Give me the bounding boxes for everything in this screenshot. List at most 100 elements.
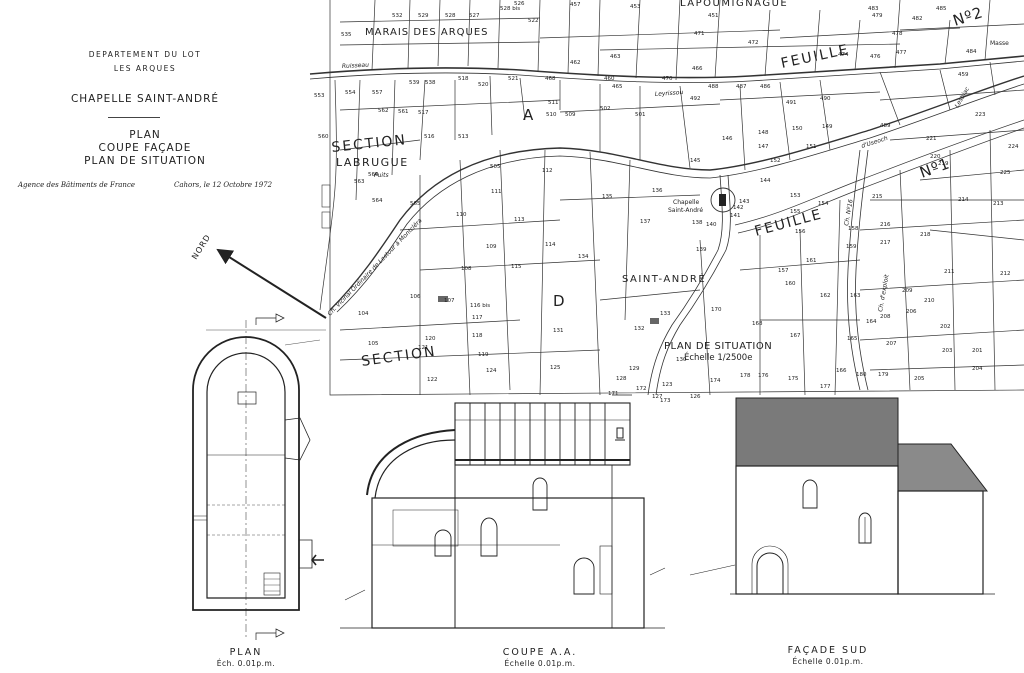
parcel-number: 470	[662, 76, 673, 82]
parcel-number: 137	[640, 219, 651, 225]
situation-scale: Échelle 1/2500e	[684, 351, 752, 363]
parcel-number: 178	[740, 373, 751, 379]
parcel-number: 175	[788, 376, 799, 382]
parcel-number: 141	[730, 213, 741, 219]
parcel-number: 138	[692, 220, 703, 226]
parcel-number: 220	[930, 154, 941, 160]
parcel-number: 120	[425, 336, 436, 342]
parcel-number: 528 bis	[500, 6, 520, 12]
parcel-number: 147	[758, 144, 769, 150]
parcel-number: 564	[372, 198, 383, 204]
facade-caption: FAÇADE SUD Échelle 0.01p.m.	[758, 645, 898, 666]
parcel-number: 125	[550, 365, 561, 371]
parcel-number: 521	[508, 76, 519, 82]
parcel-number: 484	[966, 49, 977, 55]
parcel-number: 485	[936, 6, 947, 12]
parcel-number: 143	[739, 199, 750, 205]
parcel-number: 527	[469, 13, 480, 19]
parcel-number: 513	[458, 134, 469, 140]
parcel-number: 131	[553, 328, 564, 334]
facade-scale: Échelle 0.01p.m.	[792, 657, 864, 666]
parcel-number: 177	[820, 384, 831, 390]
road-exploit: Ch. d'exploit	[877, 273, 891, 312]
parcel-number: 206	[906, 309, 917, 315]
floor-plan	[192, 313, 326, 640]
parcel-number: 217	[880, 240, 891, 246]
section-a-word: SECTION	[331, 132, 408, 156]
parcel-number: 510	[546, 112, 557, 118]
parcel-number: 208	[880, 314, 891, 320]
parcel-number: 457	[570, 2, 581, 8]
parcel-number: 474	[838, 52, 849, 58]
parcel-number: 134	[578, 254, 589, 260]
parcel-number: 535	[341, 32, 352, 38]
road-ch16: Ch. Nº16	[843, 199, 855, 227]
parcel-number: 119	[478, 352, 489, 358]
parcel-number: 468	[545, 76, 556, 82]
parcel-number: 201	[972, 348, 983, 354]
parcel-number: 159	[846, 244, 857, 250]
parcel-number: 179	[878, 372, 889, 378]
place-masse: Masse	[990, 40, 1009, 47]
parcel-number: 465	[612, 84, 623, 90]
parcel-number: 180	[856, 372, 867, 378]
monument-title: CHAPELLE SAINT-ANDRÉ	[70, 93, 220, 105]
parcel-number: 107	[444, 298, 455, 304]
parcel-number: 538	[425, 80, 436, 86]
road-useoch: d'Useoch	[860, 135, 888, 150]
parcel-number: 486	[760, 84, 771, 90]
parcel-number: 210	[924, 298, 935, 304]
parcel-number: 483	[868, 6, 879, 12]
parcel-number: 149	[822, 124, 833, 130]
parcel-number: 203	[942, 348, 953, 354]
parcel-number: 489	[880, 123, 891, 129]
parcel-number: 214	[958, 197, 969, 203]
section-a-letter: A	[523, 106, 534, 124]
parcel-number: 121	[418, 345, 429, 351]
parcel-number: 224	[1008, 144, 1019, 150]
parcel-number: 502	[600, 106, 611, 112]
section-d-letter: D	[553, 292, 565, 310]
road-vicinal: Ch. Vicinal Ordinaire de Lestour à Montc…	[326, 217, 423, 318]
parcel-number: 539	[409, 80, 420, 86]
feuille-1-word: FEUILLE	[753, 206, 824, 240]
parcel-number: 110	[456, 212, 467, 218]
parcel-number: 127	[652, 394, 663, 400]
parcel-number: 211	[944, 269, 955, 275]
parcel-number: 126	[690, 394, 701, 400]
place-lapoumignague: LAPOUMIGNAGUE	[680, 0, 788, 9]
road-ruisseau: Ruisseau	[342, 62, 370, 70]
parcel-number: 207	[886, 341, 897, 347]
parcel-number: 479	[872, 13, 883, 19]
parcel-number: 123	[662, 382, 673, 388]
road-puits: Puits	[374, 172, 389, 179]
parcel-number: 518	[458, 76, 469, 82]
place-saint-andre: SAINT-ANDRÉ	[622, 272, 706, 285]
parcel-number: 130	[676, 357, 687, 363]
parcel-number: 153	[790, 193, 801, 199]
chapel-label-2: Saint-André	[668, 207, 703, 214]
coupe-title: COUPE A.A.	[502, 647, 578, 658]
parcel-number: 488	[708, 84, 719, 90]
parcel-number: 139	[696, 247, 707, 253]
parcel-number: 167	[790, 333, 801, 339]
parcel-number: 478	[892, 31, 903, 37]
parcel-number: 216	[880, 222, 891, 228]
parcel-number: 225	[1000, 170, 1011, 176]
parcel-number: 491	[786, 100, 797, 106]
commune-label: LES ARQUES	[113, 64, 177, 73]
parcel-number: 482	[912, 16, 923, 22]
content-line-3: PLAN DE SITUATION	[84, 155, 206, 167]
parcel-number: 161	[806, 258, 817, 264]
parcel-number: 490	[820, 96, 831, 102]
content-line-1: PLAN	[129, 129, 161, 141]
parcel-number: 111	[491, 189, 502, 195]
parcel-number: 553	[314, 93, 325, 99]
parcel-number: 560	[318, 134, 329, 140]
parcel-number: 176	[758, 373, 769, 379]
parcel-number: 492	[690, 96, 701, 102]
parcel-number: 156	[795, 229, 806, 235]
parcel-number: 526	[514, 1, 525, 7]
parcel-number: 557	[372, 90, 383, 96]
